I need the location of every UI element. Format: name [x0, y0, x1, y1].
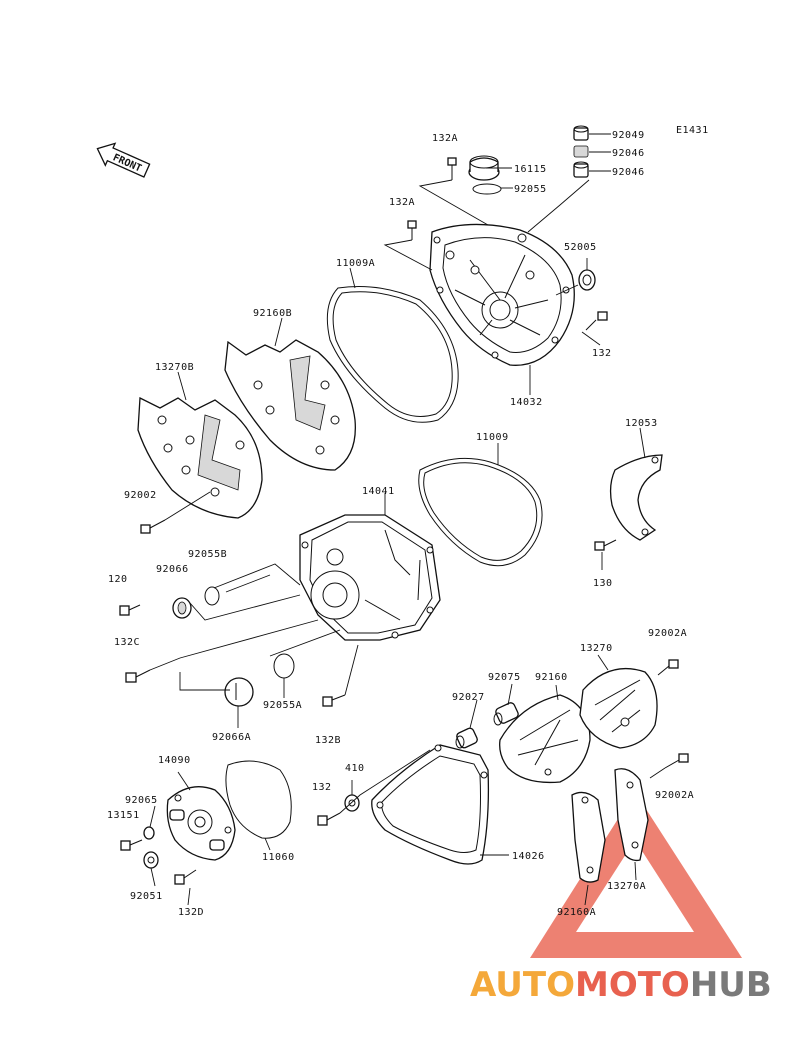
watermark-text: AUTOMOTOHUB — [470, 965, 772, 1005]
gasket-11060 — [225, 760, 292, 839]
plate-13270 — [579, 668, 658, 749]
bolt-92002 — [140, 519, 166, 534]
label-12053: 12053 — [625, 418, 658, 429]
label-132-low: 132 — [312, 782, 332, 793]
watermark-text-moto: MOTO — [575, 965, 690, 1005]
plate-13270a — [614, 768, 649, 862]
label-132d: 132D — [178, 907, 204, 918]
label-92002a-top: 92002A — [648, 628, 687, 639]
label-13151: 13151 — [107, 810, 140, 821]
label-132-right: 132 — [592, 348, 612, 359]
label-11009: 11009 — [476, 432, 509, 443]
label-13270: 13270 — [580, 643, 613, 654]
label-14026: 14026 — [512, 851, 545, 862]
gasket-11009a — [326, 286, 459, 423]
bolt-132c — [125, 669, 151, 683]
label-92066: 92066 — [156, 564, 189, 575]
label-92002a-bot: 92002A — [655, 790, 694, 801]
cover-plate-92160b — [224, 339, 356, 471]
watermark-logo: AUTOMOTOHUB — [470, 792, 772, 1005]
diagram-code: E1431 — [676, 125, 709, 136]
label-92049: 92049 — [612, 130, 645, 141]
label-92065: 92065 — [125, 795, 158, 806]
o-ring-92055a — [273, 653, 295, 679]
bolt-132a-top — [447, 157, 457, 180]
label-132b: 132B — [315, 735, 341, 746]
bolt-132a-mid — [407, 220, 417, 240]
label-92066a: 92066A — [212, 732, 251, 743]
label-11009a: 11009A — [336, 258, 375, 269]
label-92055: 92055 — [514, 184, 547, 195]
label-132a-mid: 132A — [389, 197, 415, 208]
label-130: 130 — [593, 578, 613, 589]
label-92051: 92051 — [130, 891, 163, 902]
label-14032: 14032 — [510, 397, 543, 408]
leader-lines — [149, 133, 666, 906]
cap-92046-b — [573, 161, 589, 178]
label-92046-b: 92046 — [612, 167, 645, 178]
bolt-132d — [174, 869, 197, 885]
label-14041: 14041 — [362, 486, 395, 497]
front-direction-arrow: FRONT — [96, 142, 151, 178]
bolt-132b — [322, 694, 346, 707]
damper-plate-13270b — [137, 396, 263, 519]
plug-92066 — [172, 597, 192, 619]
label-132a-top: 132A — [432, 133, 458, 144]
washer-92051 — [143, 851, 159, 869]
watermark-text-auto: AUTO — [470, 965, 575, 1005]
label-92075: 92075 — [488, 672, 521, 683]
part-labels: 132A 92049 92046 16115 92046 92055 132A … — [107, 130, 694, 918]
label-92160a: 92160A — [557, 907, 596, 918]
gasket-11009 — [418, 457, 543, 567]
collar-92075 — [493, 702, 519, 726]
sprocket-cover-14026 — [371, 744, 490, 865]
label-92160b: 92160B — [253, 308, 292, 319]
front-arrow-icon — [96, 142, 151, 178]
label-92046-a: 92046 — [612, 148, 645, 159]
oil-seal-52005 — [578, 269, 596, 291]
washer-92065 — [143, 826, 155, 840]
label-13270b: 13270B — [155, 362, 194, 373]
watermark-text-hub: HUB — [690, 965, 772, 1005]
collar-92027 — [455, 727, 478, 749]
clutch-cover-14032 — [429, 223, 575, 366]
bolt-130 — [594, 539, 617, 551]
cap-92049 — [573, 125, 589, 141]
bolt-132-low — [317, 812, 341, 826]
label-11060: 11060 — [262, 852, 295, 863]
label-13270a: 13270A — [607, 881, 646, 892]
label-14090: 14090 — [158, 755, 191, 766]
bolt-120 — [119, 604, 141, 616]
label-16115: 16115 — [514, 164, 547, 175]
plug-92066a — [224, 677, 254, 707]
o-ring-92055b — [204, 586, 220, 606]
label-120: 120 — [108, 574, 128, 585]
label-92002: 92002 — [124, 490, 157, 501]
label-132c: 132C — [114, 637, 140, 648]
bolt-92002a-top — [657, 659, 679, 676]
plate-92160a — [571, 791, 606, 883]
water-pump-cover-14090 — [166, 786, 236, 861]
label-92055b: 92055B — [188, 549, 227, 560]
cap-92046-a — [573, 145, 589, 158]
bolt-13151 — [120, 839, 143, 851]
chain-guard-12053 — [609, 454, 663, 541]
bolt-132-right — [585, 311, 608, 331]
cover-92160 — [499, 694, 591, 784]
label-92055a: 92055A — [263, 700, 302, 711]
generator-cover-14041 — [299, 514, 441, 641]
o-ring-92055 — [472, 183, 502, 195]
watermark-triangle-icon — [530, 792, 742, 958]
bolt-92002a-bot — [664, 753, 689, 769]
label-92160: 92160 — [535, 672, 568, 683]
label-92027: 92027 — [452, 692, 485, 703]
label-410: 410 — [345, 763, 365, 774]
label-52005: 52005 — [564, 242, 597, 253]
